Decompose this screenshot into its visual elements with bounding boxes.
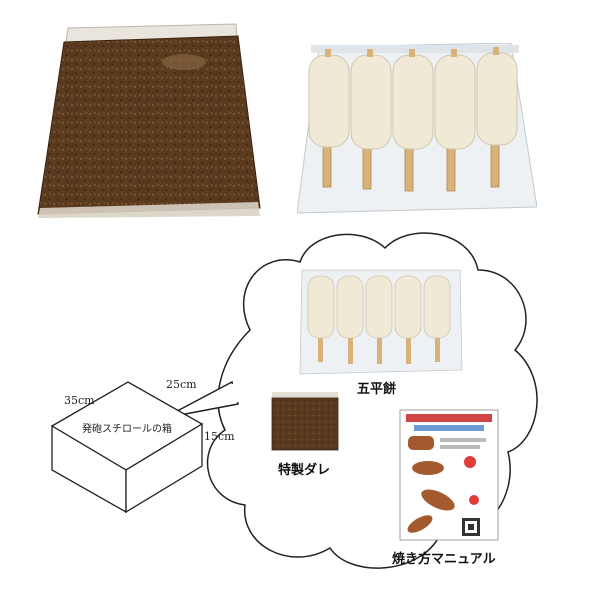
mochi-caption: 五平餅 [357,382,397,397]
box-width-label: 25cm [166,378,197,391]
styrofoam-box [50,381,204,514]
sauce-photo-small [271,392,339,451]
manual-caption: 焼き方マニュアル [392,552,496,567]
manual-sheet [399,409,499,541]
mochi-photo-small [299,269,463,375]
sauce-caption: 特製ダレ [278,463,331,478]
box-length-label: 35cm [64,394,95,407]
box-label: 発砲スチロールの箱 [82,424,172,435]
box-height-label: 15cm [204,430,235,443]
sauce-bag-photo [37,23,261,218]
gohei-mochi-bag-photo [297,43,537,214]
